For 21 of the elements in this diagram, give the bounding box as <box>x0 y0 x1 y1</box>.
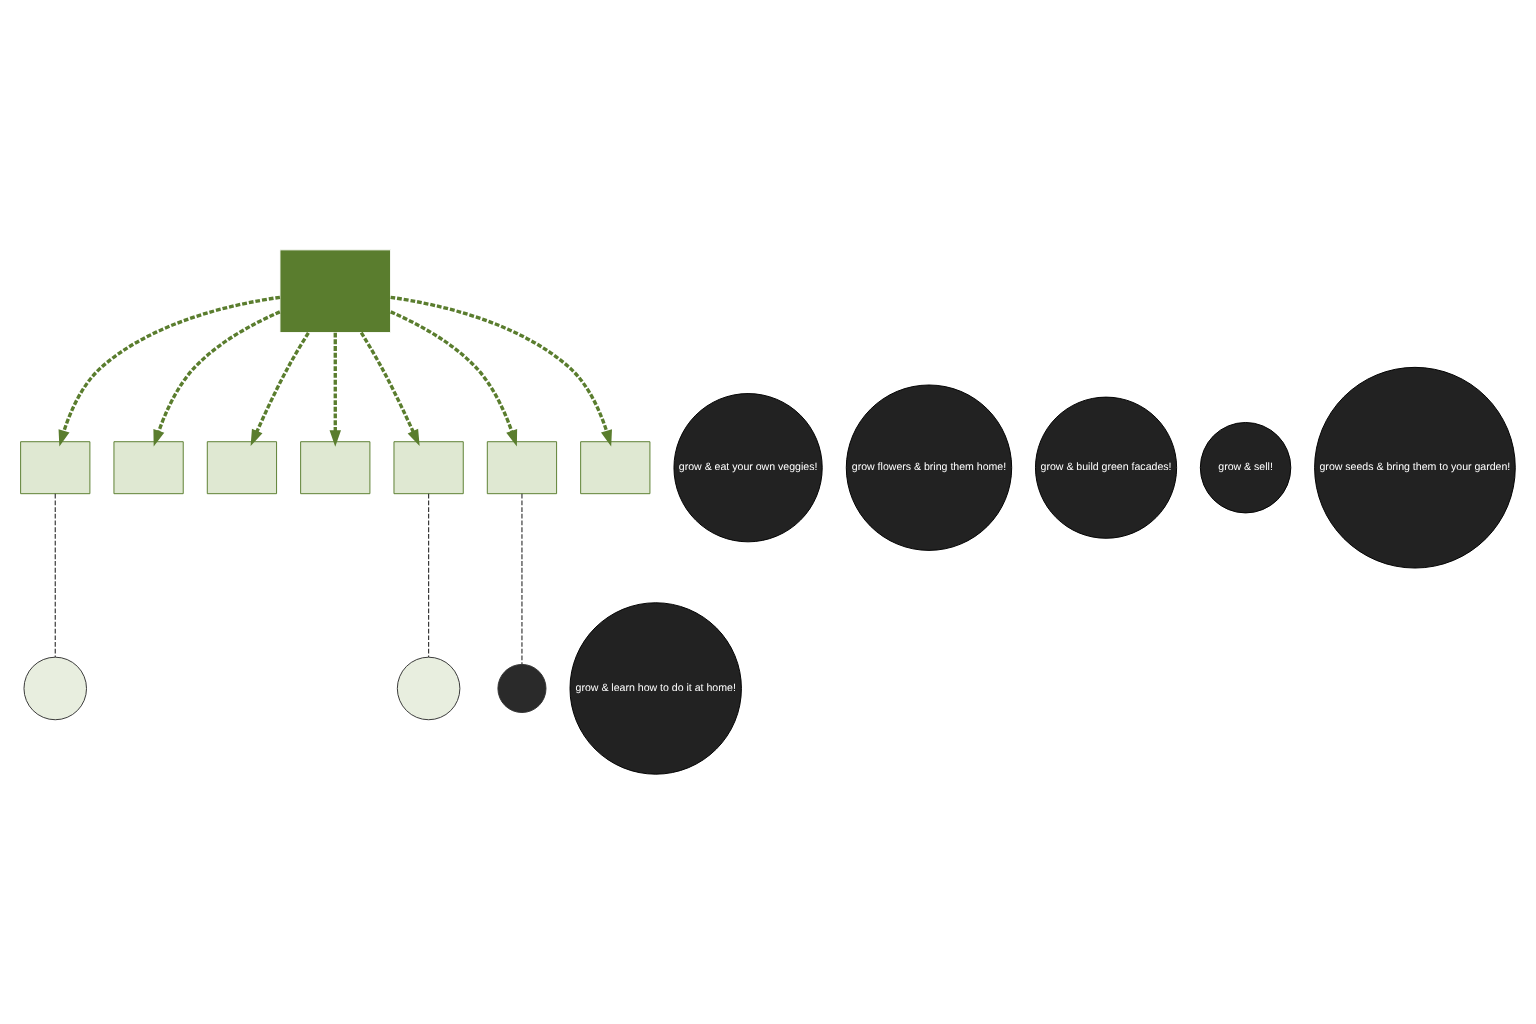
node-circle <box>497 663 547 713</box>
node-box <box>300 441 371 495</box>
arrow <box>390 295 612 447</box>
connector <box>521 493 523 665</box>
node-box <box>113 441 184 495</box>
connector <box>54 493 56 658</box>
arrow <box>153 310 281 447</box>
node-circle <box>23 656 87 721</box>
arrow <box>390 310 518 447</box>
arrow <box>329 332 341 447</box>
connector <box>428 493 430 658</box>
arrow <box>359 331 420 447</box>
arrow <box>58 295 281 447</box>
node-box <box>206 441 278 495</box>
node-box <box>279 249 392 334</box>
arrow <box>250 332 310 447</box>
node-circle <box>396 656 461 721</box>
node-box <box>393 441 464 495</box>
node-box <box>580 441 651 495</box>
node-box <box>20 441 91 495</box>
node-box <box>486 441 558 495</box>
